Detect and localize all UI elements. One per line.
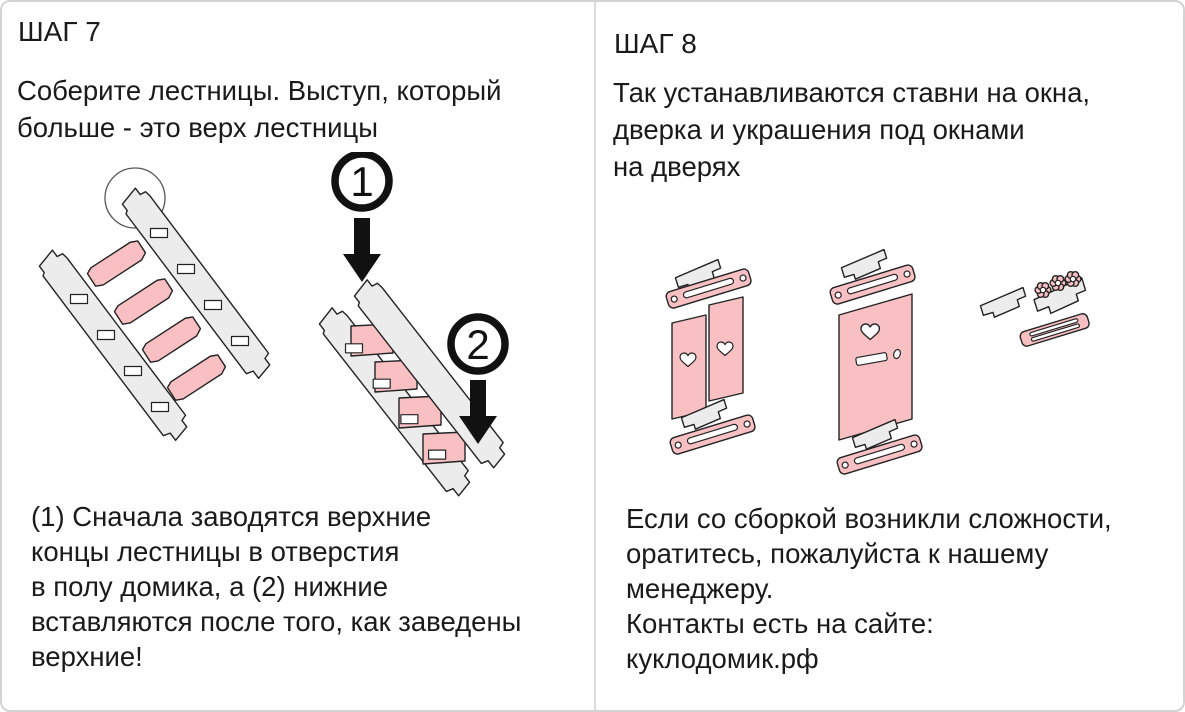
marker-2-label: 2 bbox=[466, 321, 489, 368]
panel-divider bbox=[594, 2, 596, 710]
ladder-assembly-illustration: 1 2 bbox=[33, 152, 513, 501]
step8-title: ШАГ 8 bbox=[614, 28, 697, 59]
top-tab-highlight-circle bbox=[104, 167, 166, 229]
step7-intro-text: Соберите лестницы. Выступ, который больш… bbox=[17, 75, 502, 143]
step8-note-text: Если со сборкой возникли сложности, орат… bbox=[626, 503, 1112, 674]
step-marker-1: 1 bbox=[331, 152, 393, 212]
marker-1-label: 1 bbox=[350, 158, 373, 205]
shutter-left bbox=[671, 314, 707, 420]
door-panel bbox=[838, 293, 913, 441]
flower-icon bbox=[1034, 282, 1052, 298]
flower-box-exploded-view bbox=[978, 271, 1092, 349]
shutter-right bbox=[708, 296, 744, 402]
flower-icon bbox=[1064, 271, 1082, 287]
step7-title: ШАГ 7 bbox=[18, 16, 101, 47]
door-exploded-view bbox=[828, 248, 924, 476]
arrow-down-1-icon bbox=[343, 218, 381, 282]
flower-icon bbox=[1049, 275, 1067, 291]
parts-installation-illustration bbox=[664, 248, 1092, 476]
step-marker-2: 2 bbox=[447, 313, 509, 375]
ladder-exploded-view bbox=[33, 167, 278, 446]
arrow-down-2-icon bbox=[459, 380, 497, 444]
step7-note-text: (1) Сначала заводятся верхние концы лест… bbox=[31, 501, 522, 672]
shutters-exploded-view bbox=[664, 258, 757, 456]
step8-intro-text: Так устанавливаются ставни на окна, двер… bbox=[613, 77, 1091, 182]
